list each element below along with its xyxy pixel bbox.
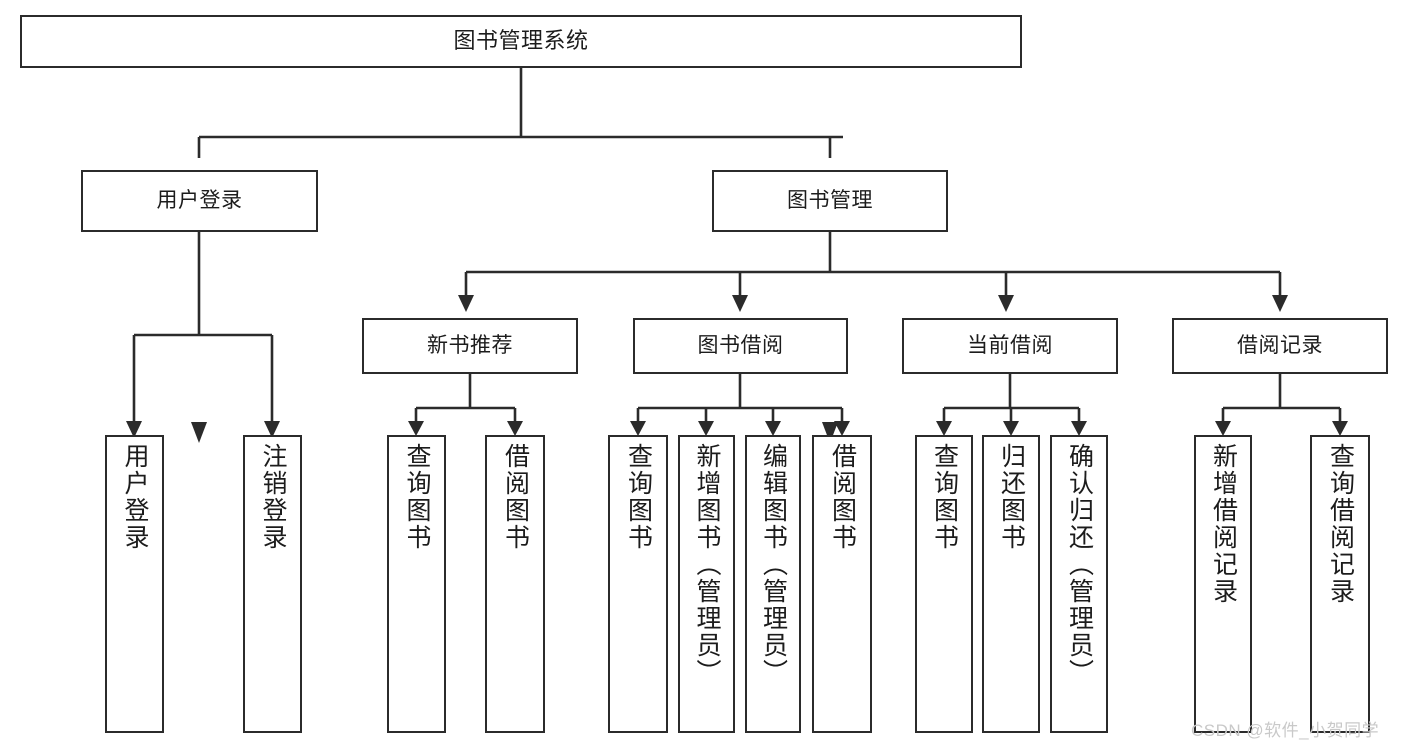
arrow-userlogin: [191, 422, 207, 443]
leaf-user-login[interactable]: 用户登录: [105, 435, 164, 733]
node-root-label: 图书管理系统: [453, 28, 589, 54]
arrow-leaf-3: [408, 421, 424, 436]
leaf-add-book-admin[interactable]: 新增图书（管理员）: [678, 435, 735, 733]
node-current-borrow[interactable]: 当前借阅: [902, 318, 1118, 374]
leaf-label: 借阅图书: [828, 443, 857, 551]
arrow-leaf-4: [507, 421, 523, 436]
leaf-label: 新增图书（管理员）: [693, 443, 721, 686]
node-borrow-record[interactable]: 借阅记录: [1172, 318, 1388, 374]
node-borrow-record-label: 借阅记录: [1237, 334, 1323, 358]
leaf-label: 查询图书: [624, 443, 653, 551]
leaf-label: 查询图书: [403, 443, 431, 551]
arrow-bookmanage: [822, 422, 838, 443]
arrow-leaf-8: [834, 421, 850, 436]
node-user-login-label: 用户登录: [156, 189, 243, 213]
node-new-book-recommend-label: 新书推荐: [427, 334, 513, 358]
leaf-logout[interactable]: 注销登录: [243, 435, 302, 733]
node-book-management[interactable]: 图书管理: [712, 170, 948, 232]
leaf-label: 确认归还（管理员）: [1065, 443, 1094, 686]
arrow-leaf-13: [1332, 421, 1348, 436]
arrow-leaf-11: [1071, 421, 1087, 436]
leaf-query-book-borrow[interactable]: 查询图书: [608, 435, 668, 733]
leaf-return-book[interactable]: 归还图书: [982, 435, 1040, 733]
arrow-l3-1: [458, 295, 474, 312]
leaf-label: 用户登录: [121, 443, 149, 551]
csdn-watermark: CSDN @软件_小贺同学: [1191, 721, 1380, 740]
leaf-borrow-book-newbook[interactable]: 借阅图书: [485, 435, 545, 733]
arrow-leaf-6: [698, 421, 714, 436]
arrow-leaf-9: [936, 421, 952, 436]
leaf-label: 编辑图书（管理员）: [759, 443, 788, 686]
arrow-l3-3: [998, 295, 1014, 312]
arrow-l3-4: [1272, 295, 1288, 312]
leaf-query-book-current[interactable]: 查询图书: [915, 435, 973, 733]
leaf-edit-book-admin[interactable]: 编辑图书（管理员）: [745, 435, 801, 733]
leaf-query-borrow-record[interactable]: 查询借阅记录: [1310, 435, 1370, 733]
leaf-label: 归还图书: [997, 443, 1026, 551]
node-new-book-recommend[interactable]: 新书推荐: [362, 318, 578, 374]
leaf-add-borrow-record[interactable]: 新增借阅记录: [1194, 435, 1252, 733]
leaf-borrow-book[interactable]: 借阅图书: [812, 435, 872, 733]
leaf-label: 查询图书: [930, 443, 959, 551]
leaf-query-book-newbook[interactable]: 查询图书: [387, 435, 446, 733]
arrow-leaf-2: [264, 421, 280, 438]
node-book-management-label: 图书管理: [787, 189, 873, 213]
node-current-borrow-label: 当前借阅: [967, 334, 1053, 358]
arrow-leaf-12: [1215, 421, 1231, 436]
node-book-borrow[interactable]: 图书借阅: [633, 318, 848, 374]
arrow-leaf-5: [630, 421, 646, 436]
arrowhead-layer: [126, 295, 1348, 443]
leaf-confirm-return-admin[interactable]: 确认归还（管理员）: [1050, 435, 1108, 733]
arrow-leaf-10: [1003, 421, 1019, 436]
leaf-label: 查询借阅记录: [1326, 443, 1355, 605]
arrow-leaf-7: [765, 421, 781, 436]
leaf-label: 借阅图书: [501, 443, 530, 551]
node-book-borrow-label: 图书借阅: [697, 334, 784, 358]
arrow-leaf-1: [126, 421, 142, 438]
node-user-login[interactable]: 用户登录: [81, 170, 318, 232]
leaf-label: 注销登录: [259, 443, 287, 551]
leaf-label: 新增借阅记录: [1209, 443, 1238, 605]
arrow-l3-2: [732, 295, 748, 312]
node-root-book-management-system[interactable]: 图书管理系统: [20, 15, 1022, 68]
